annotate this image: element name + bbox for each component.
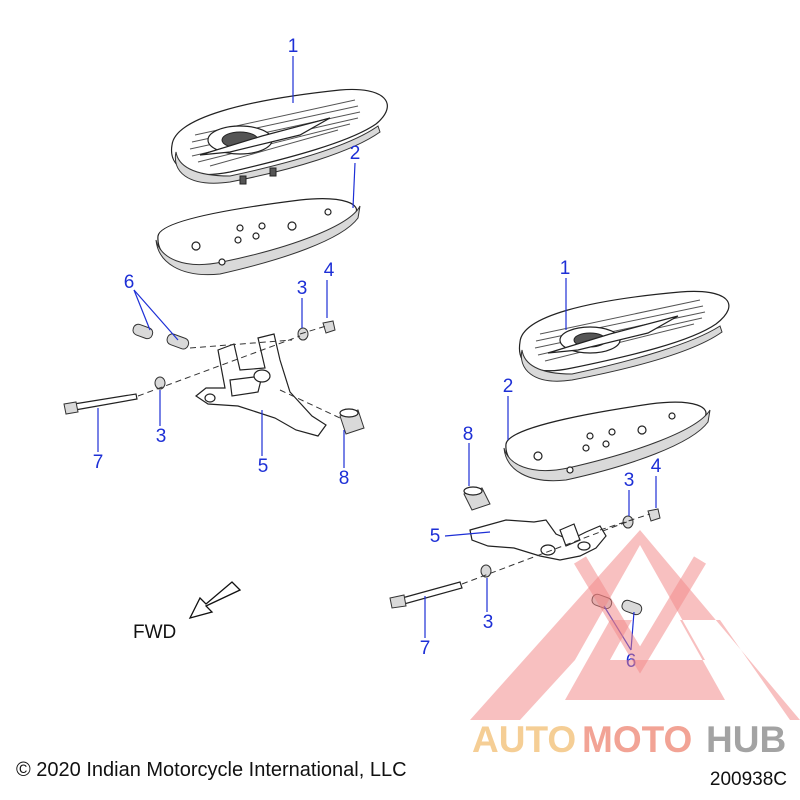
- right-nut: [647, 508, 661, 522]
- callout-left-8: 8: [339, 468, 350, 489]
- callout-right-6: 6: [626, 651, 637, 672]
- right-pins: [591, 593, 643, 616]
- left-washer-lower: [154, 376, 166, 390]
- callout-right-5: 5: [430, 526, 441, 547]
- figure-id: 200938C: [710, 769, 787, 790]
- right-washer-top: [622, 515, 634, 529]
- callout-right-8: 8: [463, 424, 474, 445]
- watermark-m-shape: [573, 556, 707, 674]
- copyright-notice: © 2020 Indian Motorcycle International, …: [16, 759, 407, 781]
- callout-left-2: 2: [350, 143, 361, 164]
- callout-right-3-top: 3: [624, 470, 635, 491]
- callout-left-1: 1: [288, 36, 299, 57]
- right-assembly: [389, 290, 730, 616]
- left-spacer: [339, 408, 365, 435]
- left-bolt: [63, 393, 138, 415]
- fwd-label: FWD: [133, 622, 176, 643]
- callout-numbers: 1 2 3 4 6 3 7 5 8 1 2 8 3 4 5 3 7 6: [93, 36, 662, 672]
- callout-left-7: 7: [93, 452, 104, 473]
- forward-arrow: FWD: [133, 581, 242, 643]
- callout-left-3-lower: 3: [156, 426, 167, 447]
- callout-left-5: 5: [258, 456, 269, 477]
- arrow-icon: [188, 581, 242, 620]
- left-assembly: [63, 88, 388, 437]
- callout-right-1: 1: [560, 258, 571, 279]
- right-footboard-base: [503, 401, 711, 482]
- left-bracket: [194, 333, 327, 437]
- watermark-auto: AUTO: [472, 719, 576, 760]
- callout-left-4: 4: [324, 260, 335, 281]
- callout-left-6: 6: [124, 272, 135, 293]
- right-footboard-pad: [518, 290, 730, 382]
- left-footboard-base: [155, 198, 361, 276]
- watermark-moto: MOTO: [582, 719, 692, 760]
- leader-lines: [97, 56, 657, 651]
- callout-right-7: 7: [420, 638, 431, 659]
- right-bolt: [389, 581, 463, 609]
- right-washer-lower: [480, 564, 492, 578]
- callout-left-3-top: 3: [297, 278, 308, 299]
- left-footboard-pad: [170, 88, 388, 185]
- automotohub-watermark: AUTO MOTO HUB: [470, 530, 800, 760]
- callout-right-3-lower: 3: [483, 612, 494, 633]
- watermark-triangle: [470, 530, 800, 720]
- callout-right-4: 4: [651, 456, 662, 477]
- callout-right-2: 2: [503, 376, 514, 397]
- right-spacer: [463, 486, 491, 511]
- left-washer-nut-top: [297, 320, 336, 341]
- right-bracket: [469, 519, 607, 561]
- left-pins: [132, 323, 190, 350]
- watermark-hub: HUB: [706, 719, 786, 760]
